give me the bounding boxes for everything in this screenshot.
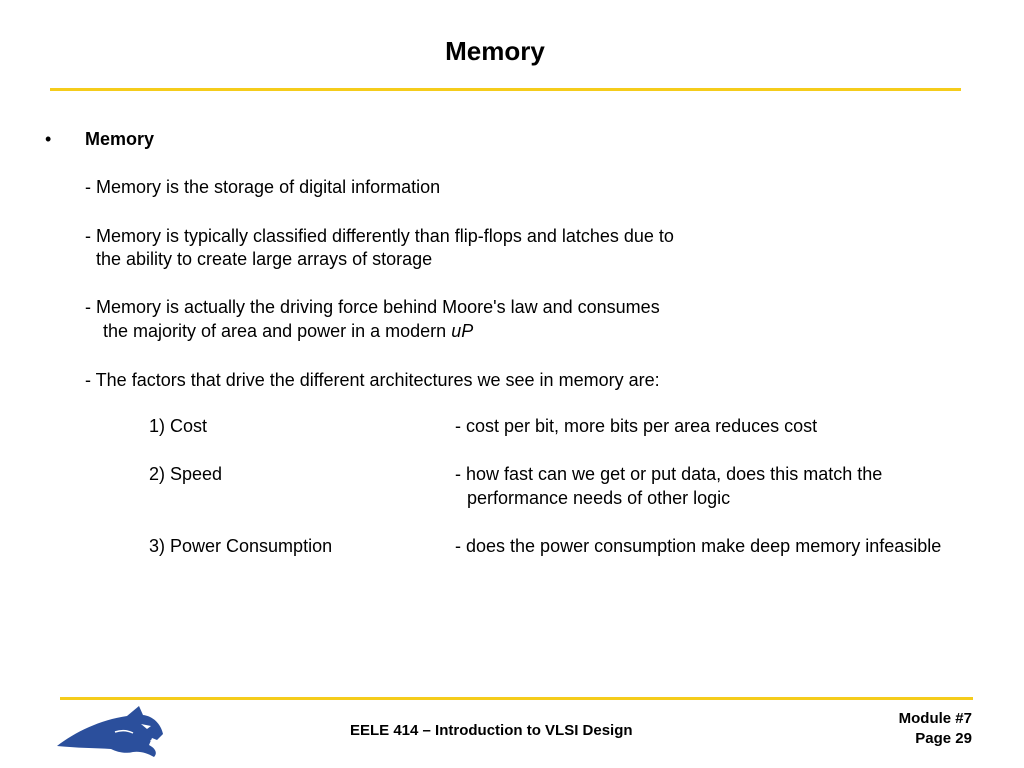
- factor-name-cost: 1) Cost: [149, 416, 208, 436]
- bullet-symbol: •: [45, 129, 52, 149]
- factor-name-power: 3) Power Consumption: [149, 536, 333, 556]
- body-line-moores-law: - Memory is actually the driving force b…: [85, 297, 660, 317]
- factor-desc-speed: - how fast can we get or put data, does …: [455, 464, 883, 484]
- bullet-heading: Memory: [85, 129, 155, 149]
- body-line-storage: - Memory is the storage of digital infor…: [85, 177, 441, 197]
- bobcat-logo-icon: [57, 706, 163, 757]
- title-divider: [50, 88, 961, 91]
- body-line-classified-cont: the ability to create large arrays of st…: [96, 249, 433, 269]
- body-line-moores-law-cont-text: the majority of area and power in a mode…: [103, 321, 452, 341]
- up-italic-text: uP: [451, 321, 474, 341]
- footer-module: Module #7: [898, 710, 972, 727]
- footer-divider: [60, 697, 973, 700]
- body-line-moores-law-cont: the majority of area and power in a mode…: [103, 320, 473, 342]
- body-line-classified: - Memory is typically classified differe…: [85, 226, 674, 246]
- factor-desc-speed-cont: performance needs of other logic: [467, 488, 731, 508]
- factor-name-speed: 2) Speed: [149, 464, 223, 484]
- factor-desc-power: - does the power consumption make deep m…: [455, 536, 942, 556]
- body-line-factors: - The factors that drive the different a…: [85, 370, 660, 390]
- footer-course-title: EELE 414 – Introduction to VLSI Design: [350, 722, 633, 739]
- factor-desc-cost: - cost per bit, more bits per area reduc…: [455, 416, 818, 436]
- footer-module-info: Module #7 Page 29: [899, 709, 972, 749]
- slide-title: Memory: [445, 36, 545, 66]
- footer-page-number: Page 29: [915, 730, 972, 747]
